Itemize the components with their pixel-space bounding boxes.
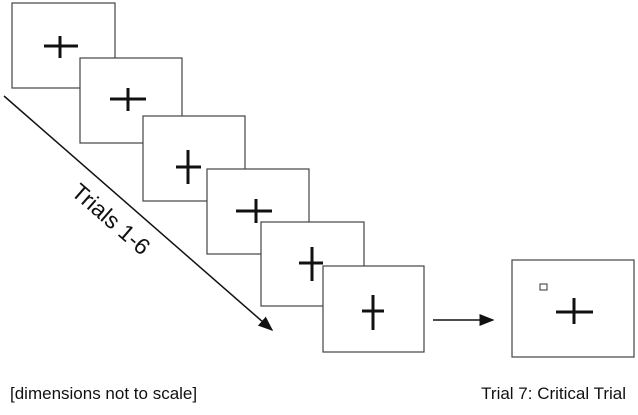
scale-note: [dimensions not to scale] xyxy=(10,384,198,403)
fixation-cross xyxy=(110,88,146,111)
trial-7-critical-panel xyxy=(511,259,635,358)
fixation-cross xyxy=(236,199,272,223)
trial-4-panel xyxy=(206,168,310,255)
fixation-cross xyxy=(299,247,323,281)
fixation-cross xyxy=(362,295,384,330)
fixation-cross xyxy=(176,150,201,184)
fixation-cross xyxy=(556,298,593,324)
unexpected-square xyxy=(539,283,548,291)
critical-trial-label: Trial 7: Critical Trial xyxy=(481,384,626,403)
fixation-cross xyxy=(44,36,78,58)
trials-arrow xyxy=(3,95,274,331)
trial-6-panel xyxy=(322,265,425,353)
